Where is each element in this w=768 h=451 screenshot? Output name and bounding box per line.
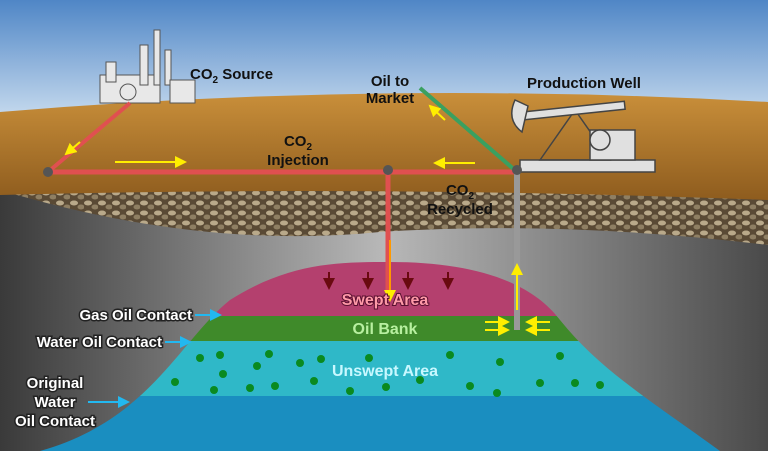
water-oil-contact-label: Water Oil Contact [37,334,162,351]
gas-oil-contact-label: Gas Oil Contact [79,307,192,324]
unswept-area-label: Unswept Area [332,363,438,380]
oil-bank-label: Oil Bank [353,321,418,338]
water-layer [40,396,720,451]
contact-arrows [88,309,222,408]
swept-area-label: Swept Area [342,292,429,309]
flow-arrows [64,104,550,336]
pump-jack-icon [511,99,656,173]
production-well-label: Production Well [527,75,641,92]
oil-droplets [171,350,604,397]
gravel-layer [0,185,768,245]
ground-surface [0,93,768,200]
co2-source-label: CO2 Source [190,66,273,86]
co2-source-plant-icon [99,29,196,104]
downward-sweep-arrows [323,272,454,290]
